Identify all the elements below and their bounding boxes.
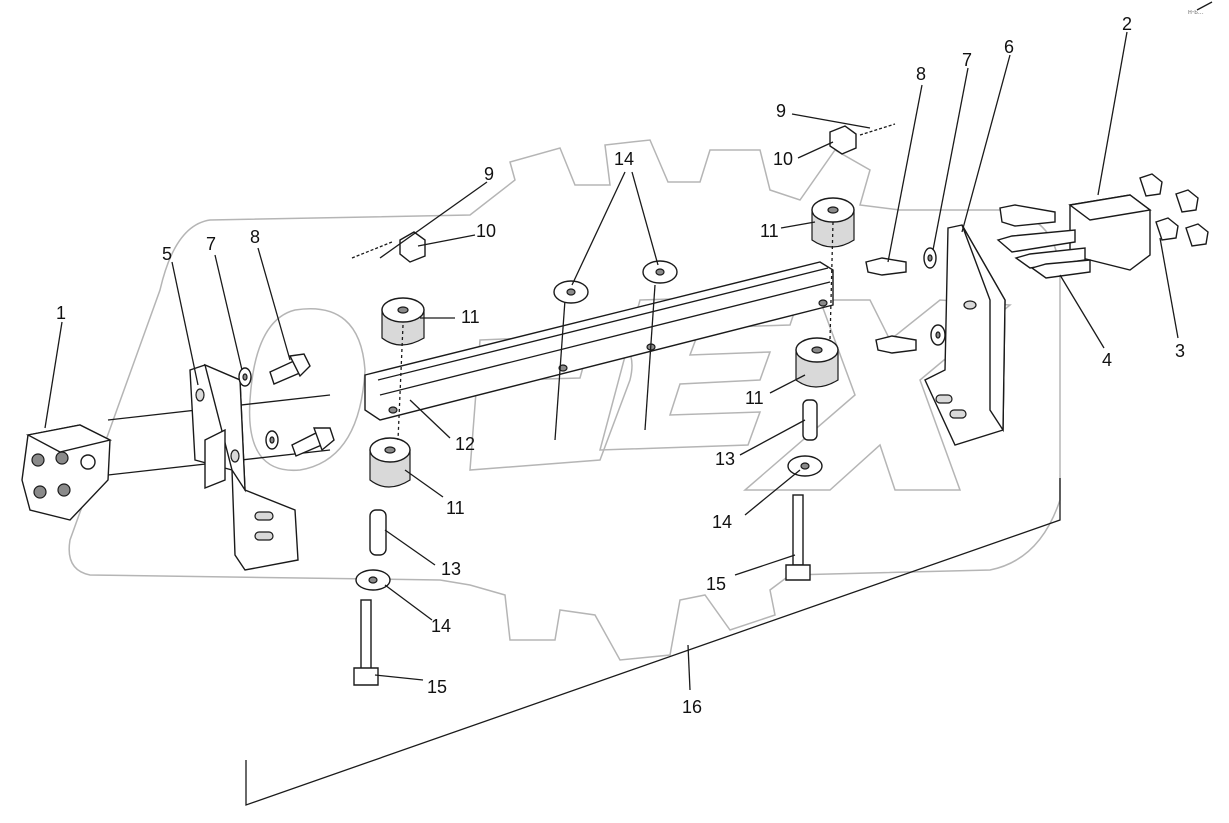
top-washers — [553, 260, 678, 304]
left-mounting-bracket — [189, 363, 299, 571]
callout-11-c: 11 — [760, 221, 779, 241]
callout-14-right: 14 — [712, 512, 732, 532]
callout-9-left: 9 — [484, 164, 494, 184]
callout-7-right: 7 — [962, 50, 972, 70]
callout-11-d: 11 — [745, 388, 764, 408]
callout-5: 5 — [162, 244, 172, 264]
callout-6: 6 — [1004, 37, 1014, 57]
callout-labels: 1 2 3 4 5 6 7 7 8 8 9 9 10 10 11 11 11 1… — [56, 9, 1204, 717]
bottom-fastener-stacks — [353, 399, 823, 686]
callout-8-right: 8 — [916, 64, 926, 84]
callout-16: 16 — [682, 697, 702, 717]
callout-4: 4 — [1102, 350, 1112, 370]
watermark-letter-o — [248, 308, 366, 471]
corner-mark: н-ь... — [1188, 9, 1204, 16]
callout-1: 1 — [56, 303, 66, 323]
callout-14-left: 14 — [431, 616, 451, 636]
leader-lines — [44, 1, 1213, 691]
callout-15-right: 15 — [706, 574, 726, 594]
callout-14-top: 14 — [614, 149, 634, 169]
cotter-pins-and-nuts — [351, 123, 896, 263]
callout-11-a: 11 — [461, 307, 480, 327]
callout-8-left: 8 — [250, 227, 260, 247]
watermark-gear — [68, 139, 1061, 661]
crossbeam-angle — [364, 221, 834, 441]
right-clamp-assembly — [996, 173, 1209, 279]
left-bolts-and-washers — [238, 353, 335, 457]
callout-12: 12 — [455, 434, 475, 454]
end-clamp-block — [21, 394, 331, 521]
callout-13-right: 13 — [715, 449, 735, 469]
callout-15-left: 15 — [427, 677, 447, 697]
right-mounting-bracket — [924, 224, 1006, 446]
callout-10-right: 10 — [773, 149, 793, 169]
callout-3: 3 — [1175, 341, 1185, 361]
callout-2: 2 — [1122, 14, 1132, 34]
callout-11-b: 11 — [446, 498, 465, 518]
assembly-bracket-line — [245, 478, 1061, 806]
watermark-letter-e — [599, 294, 802, 451]
callout-10-left: 10 — [476, 221, 496, 241]
callout-9-right: 9 — [776, 101, 786, 121]
callout-13-left: 13 — [441, 559, 461, 579]
right-bolts-and-washers — [865, 247, 946, 354]
callout-7-left: 7 — [206, 234, 216, 254]
